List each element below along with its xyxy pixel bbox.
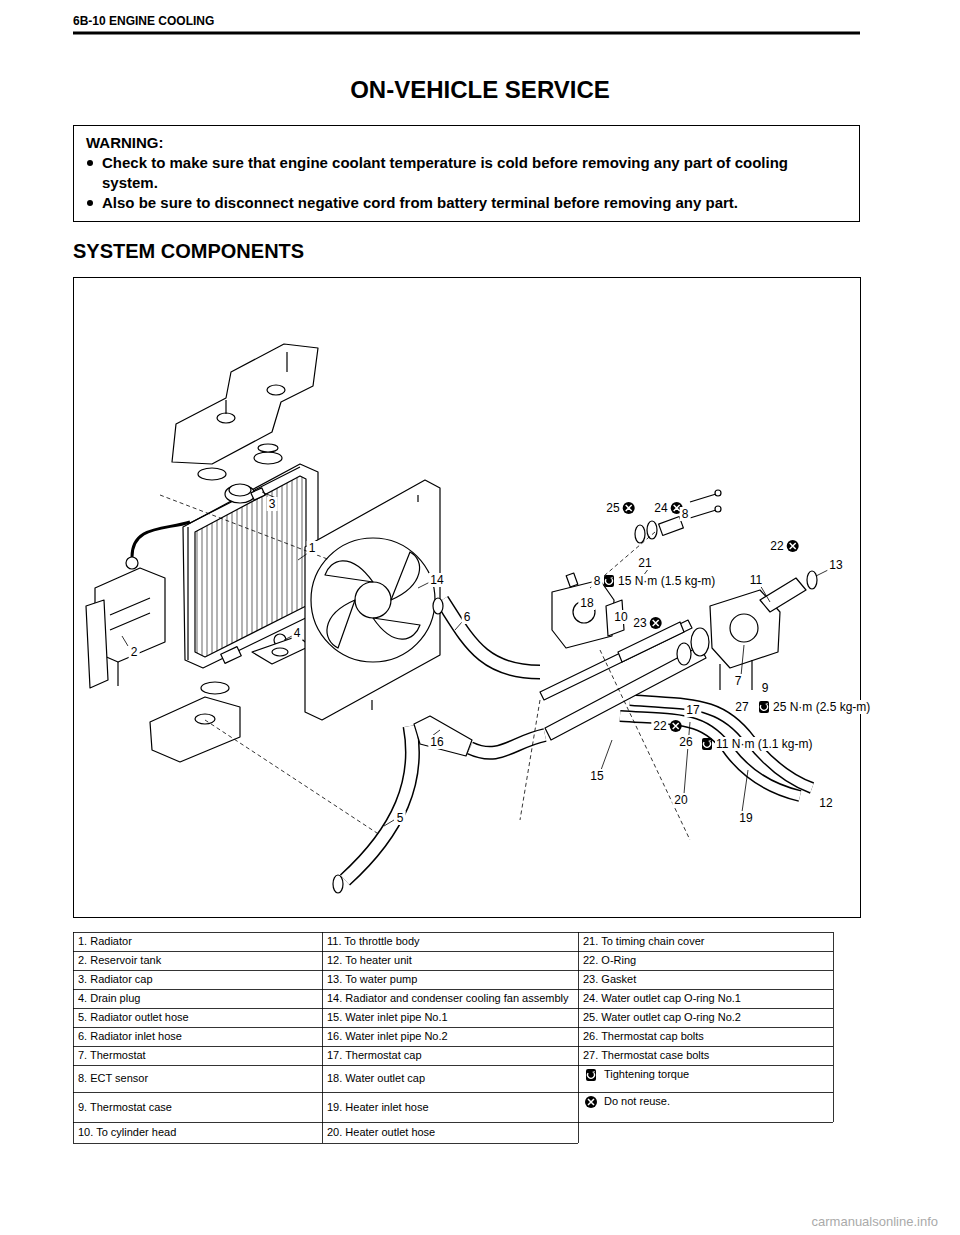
callout-number: 22 xyxy=(651,719,668,733)
callout-number: 4 xyxy=(292,626,303,640)
legend-entry: Tightening torque xyxy=(604,1068,689,1081)
callout-number: 16 xyxy=(428,735,445,749)
table-cell: 12. To heater unit xyxy=(327,954,412,967)
table-cell: 19. Heater inlet hose xyxy=(327,1101,429,1114)
warning-item: Also be sure to disconnect negative cord… xyxy=(86,193,847,213)
table-cell: 17. Thermostat cap xyxy=(327,1049,422,1062)
callout-number: 3 xyxy=(267,497,278,511)
table-cell: 8. ECT sensor xyxy=(78,1072,148,1085)
warning-item-text: Also be sure to disconnect negative cord… xyxy=(102,194,738,211)
table-cell: 3. Radiator cap xyxy=(78,973,153,986)
callout-number: 21 xyxy=(636,556,653,570)
table-cell: 18. Water outlet cap xyxy=(327,1072,425,1085)
parts xyxy=(86,344,817,893)
table-cell: 24. Water outlet cap O-ring No.1 xyxy=(583,992,741,1005)
callout-number: 9 xyxy=(760,681,771,695)
warning-box: WARNING: Check to make sure that engine c… xyxy=(73,125,860,222)
callout-number: 23 xyxy=(631,616,648,630)
table-cell: 11. To throttle body xyxy=(327,935,420,948)
callout-number: 2 xyxy=(129,645,140,659)
do-not-reuse-symbol xyxy=(650,617,662,629)
header-rule xyxy=(73,32,860,35)
table-cell: 14. Radiator and condenser cooling fan a… xyxy=(327,992,569,1005)
table-cell: 21. To timing chain cover xyxy=(583,935,704,948)
section-heading: SYSTEM COMPONENTS xyxy=(73,240,304,263)
table-cell: 20. Heater outlet hose xyxy=(327,1126,435,1139)
page-header: 6B-10 ENGINE COOLING xyxy=(73,14,214,28)
watermark: carmanualsonline.info xyxy=(812,1214,938,1229)
callout-number: 8 xyxy=(680,507,691,521)
callout-number: 7 xyxy=(733,674,744,688)
bullet-dot xyxy=(87,160,93,166)
table-cell: 27. Thermostat case bolts xyxy=(583,1049,709,1062)
figure-frame xyxy=(74,278,861,918)
callout-number: 8 xyxy=(592,574,603,588)
table-cell: 2. Reservoir tank xyxy=(78,954,161,967)
table-cell: 4. Drain plug xyxy=(78,992,140,1005)
table-cell: 23. Gasket xyxy=(583,973,636,986)
warning-item: Check to make sure that engine coolant t… xyxy=(86,153,847,193)
callout-number: 26 xyxy=(677,735,694,749)
do-not-reuse-symbol xyxy=(787,540,799,552)
table-cell: 25. Water outlet cap O-ring No.2 xyxy=(583,1011,741,1024)
callout-number: 20 xyxy=(672,793,689,807)
table-cell: 22. O-Ring xyxy=(583,954,636,967)
table-cell: 9. Thermostat case xyxy=(78,1101,172,1114)
callout-number: 6 xyxy=(462,610,473,624)
callout-number: 10 xyxy=(612,610,629,624)
table-cell: 1. Radiator xyxy=(78,935,132,948)
bullet-dot xyxy=(87,200,93,206)
torque-value: 25 N·m (2.5 kg-m) xyxy=(772,700,871,714)
warning-item-text: Check to make sure that engine coolant t… xyxy=(102,154,788,191)
table-cell: 16. Water inlet pipe No.2 xyxy=(327,1030,448,1043)
table-cell: 15. Water inlet pipe No.1 xyxy=(327,1011,448,1024)
do-not-reuse-symbol xyxy=(585,1096,597,1108)
callout-number: 24 xyxy=(652,501,669,515)
center-lines xyxy=(160,495,690,840)
callout-number: 25 xyxy=(604,501,621,515)
table-cell: 13. To water pump xyxy=(327,973,417,986)
page-title: ON-VEHICLE SERVICE xyxy=(0,76,960,104)
callout-number: 12 xyxy=(817,796,834,810)
torque-value: 11 N·m (1.1 kg-m) xyxy=(715,737,813,751)
legend-text: Do not reuse. xyxy=(604,1095,670,1107)
do-not-reuse-symbol xyxy=(670,720,682,732)
legend-entry: Do not reuse. xyxy=(604,1095,670,1108)
torque-symbol xyxy=(586,1069,596,1081)
table-cell: 26. Thermostat cap bolts xyxy=(583,1030,704,1043)
torque-symbol xyxy=(604,575,614,587)
torque-value: 15 N·m (1.5 kg-m) xyxy=(617,574,716,588)
callout-number: 22 xyxy=(768,539,785,553)
warning-heading-text: WARNING: xyxy=(86,134,164,151)
warning-heading: WARNING: xyxy=(86,133,847,153)
callout-number: 19 xyxy=(737,811,754,825)
callout-number: 1 xyxy=(307,541,318,555)
callout-number: 15 xyxy=(588,769,605,783)
leader-lines xyxy=(122,492,830,826)
callout-number: 13 xyxy=(827,558,844,572)
legend-text: Tightening torque xyxy=(604,1068,689,1080)
table-cell: 5. Radiator outlet hose xyxy=(78,1011,189,1024)
torque-symbol xyxy=(759,701,769,713)
callout-number: 5 xyxy=(395,811,406,825)
callout-number: 17 xyxy=(684,703,701,717)
callout-number: 14 xyxy=(428,573,445,587)
callout-number: 18 xyxy=(578,596,595,610)
table-cell: 6. Radiator inlet hose xyxy=(78,1030,182,1043)
parts-table-grid xyxy=(73,932,834,1144)
torque-symbol xyxy=(702,738,712,750)
do-not-reuse-symbol xyxy=(623,502,635,514)
table-cell: 7. Thermostat xyxy=(78,1049,146,1062)
callout-number: 27 xyxy=(733,700,750,714)
table-cell: 10. To cylinder head xyxy=(78,1126,176,1139)
callout-number: 11 xyxy=(748,573,764,587)
